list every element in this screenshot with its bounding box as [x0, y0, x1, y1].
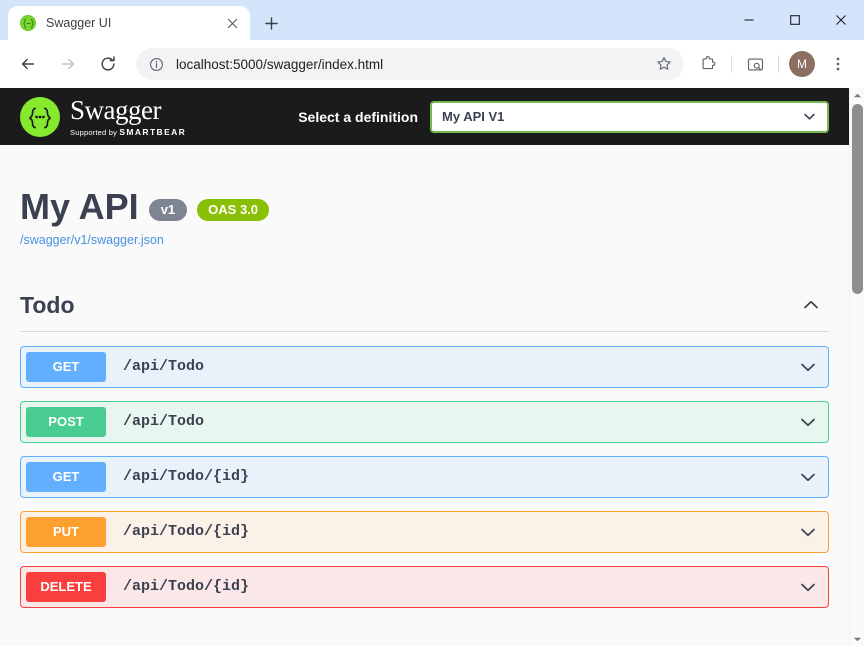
definition-select-value: My API V1 [442, 109, 505, 124]
operation-path: /api/Todo/{id} [123, 468, 250, 486]
method-badge: PUT [26, 516, 106, 547]
maximize-button[interactable] [772, 0, 818, 40]
chrome-menu-icon[interactable] [823, 49, 853, 79]
operations-list: GET /api/Todo POST /api/Todo GET /api/To… [0, 345, 849, 608]
operation-path: /api/Todo [123, 358, 205, 376]
site-information-icon[interactable] [146, 54, 166, 74]
window-controls [726, 0, 864, 40]
operation-path: /api/Todo/{id} [123, 578, 250, 596]
close-window-button[interactable] [818, 0, 864, 40]
definition-select[interactable]: My API V1 [430, 100, 829, 133]
swagger-ui-page: Swagger Supported by SMARTBEAR Select a … [0, 88, 849, 646]
profile-avatar[interactable]: M [789, 51, 815, 77]
smartbear-brand: SMARTBEAR [119, 126, 187, 137]
swagger-wordmark: Swagger Supported by SMARTBEAR [70, 94, 186, 137]
bookmark-star-icon[interactable] [650, 50, 678, 78]
swagger-favicon-icon [20, 15, 36, 31]
operation-row[interactable]: GET /api/Todo [20, 345, 829, 388]
scrollbar-thumb[interactable] [852, 104, 863, 294]
new-tab-button[interactable] [256, 8, 286, 38]
swagger-json-link[interactable]: /swagger/v1/swagger.json [20, 232, 164, 247]
address-bar[interactable]: localhost:5000/swagger/index.html [136, 48, 684, 80]
page-viewport: Swagger Supported by SMARTBEAR Select a … [0, 88, 864, 646]
supported-by-text: Supported by [70, 127, 118, 137]
minimize-button[interactable] [726, 0, 772, 40]
url-text[interactable]: localhost:5000/swagger/index.html [176, 56, 384, 72]
extensions-puzzle-icon[interactable] [693, 49, 723, 79]
method-badge: GET [26, 351, 106, 382]
browser-titlebar: Swagger UI [0, 0, 864, 40]
chevron-down-icon[interactable] [798, 522, 818, 542]
tag-section-todo: Todo [0, 292, 849, 332]
swagger-logo[interactable]: Swagger Supported by SMARTBEAR [20, 94, 186, 137]
tab-close-icon[interactable] [222, 13, 242, 33]
chevron-down-icon[interactable] [798, 467, 818, 487]
back-button[interactable] [12, 48, 44, 80]
api-info-block: My API v1 OAS 3.0 /swagger/v1/swagger.js… [0, 145, 849, 247]
tag-header[interactable]: Todo [20, 292, 829, 332]
reload-button[interactable] [92, 48, 124, 80]
operation-row[interactable]: POST /api/Todo [20, 400, 829, 443]
chevron-down-icon[interactable] [798, 412, 818, 432]
swagger-topbar: Swagger Supported by SMARTBEAR Select a … [0, 88, 849, 145]
api-title-row: My API v1 OAS 3.0 [20, 187, 829, 227]
toolbar-divider [778, 55, 779, 73]
browser-tab[interactable]: Swagger UI [8, 6, 250, 40]
swagger-logo-title: Swagger [70, 94, 161, 125]
swagger-logo-subtitle: Supported by SMARTBEAR [70, 127, 186, 137]
tab-search-icon[interactable] [740, 49, 770, 79]
tab-title: Swagger UI [46, 16, 112, 30]
forward-button[interactable] [52, 48, 84, 80]
oas-badge: OAS 3.0 [197, 199, 270, 221]
operation-path: /api/Todo [123, 413, 205, 431]
select-definition-label: Select a definition [298, 108, 419, 125]
tag-name: Todo [20, 291, 75, 318]
browser-toolbar: localhost:5000/swagger/index.html M [0, 40, 864, 88]
chevron-down-icon[interactable] [798, 577, 818, 597]
method-badge: DELETE [26, 571, 106, 602]
operation-row[interactable]: PUT /api/Todo/{id} [20, 510, 829, 553]
chevron-down-icon [802, 109, 817, 124]
page-title: My API [20, 186, 139, 227]
scroll-down-icon[interactable] [850, 632, 864, 646]
operation-row[interactable]: GET /api/Todo/{id} [20, 455, 829, 498]
page-scrollbar[interactable] [849, 88, 864, 646]
operation-row[interactable]: DELETE /api/Todo/{id} [20, 565, 829, 608]
scroll-up-icon[interactable] [850, 88, 864, 102]
tab-strip: Swagger UI [0, 0, 286, 40]
toolbar-divider [731, 55, 732, 73]
chevron-up-icon[interactable] [801, 295, 829, 315]
method-badge: POST [26, 406, 106, 437]
chevron-down-icon[interactable] [798, 357, 818, 377]
operation-path: /api/Todo/{id} [123, 523, 250, 541]
swagger-logo-icon [20, 96, 60, 137]
version-badge: v1 [148, 199, 188, 221]
method-badge: GET [26, 461, 106, 492]
